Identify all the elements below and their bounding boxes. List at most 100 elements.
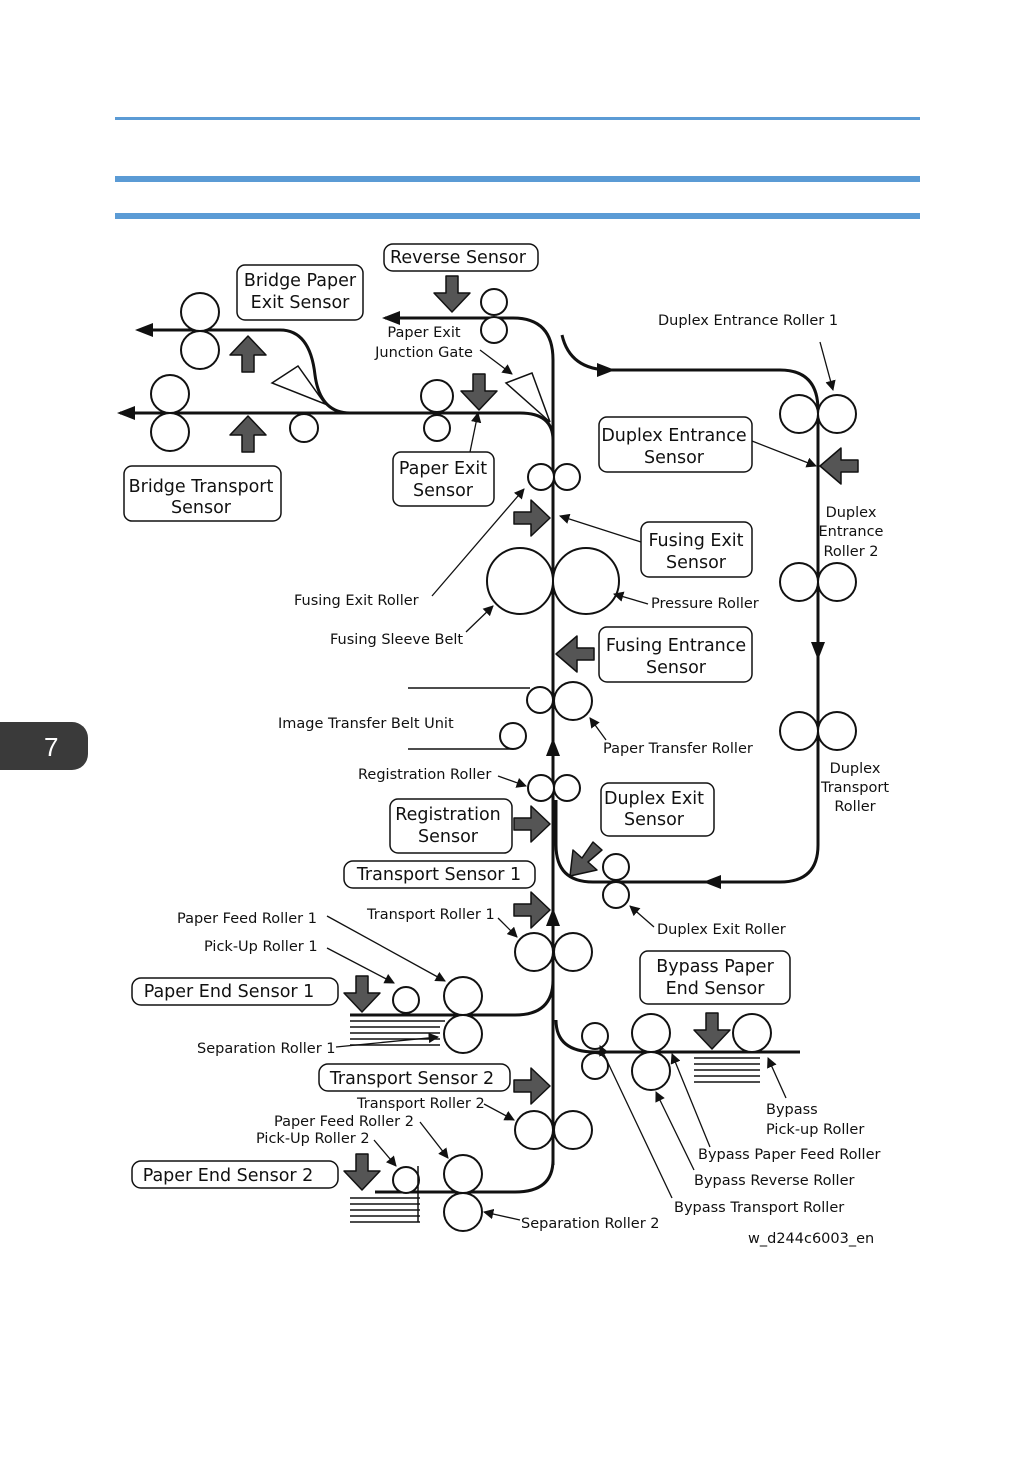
paper-paths bbox=[120, 316, 820, 1194]
duplex-entrance-roller-2-left bbox=[779, 562, 819, 602]
paper-feed-roller-1 bbox=[443, 976, 483, 1016]
leader-duplex-entrance-roller-1 bbox=[819, 341, 836, 392]
header-rule-top bbox=[115, 117, 920, 120]
paper-feed-roller-2 bbox=[443, 1154, 483, 1194]
exit-arrow-lower bbox=[117, 406, 135, 420]
fusing-exit-roller-label: Fusing Exit Roller bbox=[294, 593, 419, 609]
leader-paper-exit-sensor bbox=[469, 411, 482, 453]
reverse-sensor-box bbox=[383, 243, 539, 272]
paper-tray-1-stack bbox=[350, 1020, 445, 1046]
bridge-exit-roller-top bbox=[180, 292, 220, 332]
fusing-exit-sensor-arrow bbox=[513, 499, 551, 537]
registration-sensor-label-2: Sensor bbox=[418, 827, 479, 847]
registration-sensor-label-1: Registration bbox=[395, 805, 501, 825]
leader-bypass-reverse-roller bbox=[655, 1091, 695, 1171]
leader-duplex-exit-roller bbox=[629, 905, 655, 928]
transport-sensor-1-arrow bbox=[513, 891, 551, 929]
leader-paper-feed-roller-2 bbox=[419, 1121, 449, 1159]
leader-junction-gate bbox=[479, 349, 513, 375]
paper-end-sensor-1-arrow bbox=[343, 975, 381, 1013]
bridge-upper-path bbox=[140, 328, 351, 415]
fusing-entrance-sensor-label-2: Sensor bbox=[646, 658, 707, 678]
bypass-transport-roller-bottom bbox=[581, 1052, 609, 1080]
duplex-entrance-roller-1-right bbox=[817, 394, 857, 434]
pick-up-roller-1-label: Pick-Up Roller 1 bbox=[204, 939, 318, 955]
bypass-paper-end-sensor-label-2: End Sensor bbox=[666, 979, 766, 999]
registration-roller-left bbox=[527, 774, 555, 802]
registration-roller-right bbox=[553, 774, 581, 802]
fusing-exit-sensor-label-2: Sensor bbox=[666, 553, 727, 573]
paper-tray-2-stack bbox=[350, 1166, 420, 1223]
duplex-arrow-right bbox=[597, 363, 615, 377]
bridge-small-roller bbox=[289, 413, 319, 443]
bridge-exit-sensor-arrow bbox=[229, 335, 267, 373]
transport-sensor-2-label: Transport Sensor 2 bbox=[329, 1069, 494, 1089]
paper-exit-roller-top bbox=[420, 379, 454, 413]
bypass-paper-end-sensor-box bbox=[639, 950, 791, 1005]
paper-exit-junction-gate-label-1: Paper Exit bbox=[387, 325, 460, 341]
leader-pressure-roller bbox=[613, 591, 649, 605]
duplex-entrance-sensor-arrow bbox=[819, 447, 859, 485]
fusing-exit-roller-right bbox=[553, 463, 581, 491]
leader-separation-roller-2 bbox=[482, 1208, 521, 1221]
reverse-arrow bbox=[382, 311, 400, 325]
bridge-paper-exit-sensor-label-2: Exit Sensor bbox=[251, 293, 350, 313]
tray2-path bbox=[375, 1159, 555, 1194]
duplex-transport-roller-label-3: Roller bbox=[834, 799, 875, 815]
bridge-transport-sensor-label-2: Sensor bbox=[171, 498, 232, 518]
bypass-pick-up-roller-label-2: Pick-up Roller bbox=[766, 1122, 864, 1138]
fusing-exit-sensor-box bbox=[640, 521, 753, 578]
duplex-arrow-down bbox=[811, 642, 825, 660]
main-arrow-up-2 bbox=[546, 908, 560, 926]
reverse-sensor-arrow bbox=[433, 275, 471, 313]
duplex-entrance-roller-2-label-1: Duplex bbox=[826, 505, 877, 521]
transport-roller-1-label: Transport Roller 1 bbox=[366, 907, 495, 923]
bypass-transport-roller-top bbox=[581, 1022, 609, 1050]
duplex-entrance-roller-2-right bbox=[817, 562, 857, 602]
sensor-boxes bbox=[123, 243, 791, 1189]
leader-fusing-exit-sensor bbox=[559, 513, 642, 543]
bypass-pick-up-roller bbox=[732, 1013, 772, 1053]
paper-end-sensor-2-box bbox=[131, 1160, 339, 1189]
tray1-path bbox=[350, 979, 555, 1017]
pick-up-roller-2 bbox=[392, 1166, 420, 1194]
paper-exit-junction-gate bbox=[504, 372, 551, 423]
duplex-exit-roller-bottom bbox=[602, 881, 630, 909]
bypass-paper-end-sensor-label-1: Bypass Paper bbox=[656, 957, 774, 977]
transport-sensor-2-arrow bbox=[513, 1067, 551, 1105]
bypass-reverse-roller-label: Bypass Reverse Roller bbox=[694, 1173, 855, 1189]
duplex-exit-sensor-arrow bbox=[569, 841, 603, 877]
sensor-arrows bbox=[229, 275, 859, 1191]
transport-roller-2-right bbox=[553, 1110, 593, 1150]
chapter-number: 7 bbox=[44, 732, 59, 762]
bypass-tray-stack bbox=[694, 1057, 760, 1083]
duplex-entrance-roller-2-label-3: Roller 2 bbox=[823, 544, 878, 560]
bypass-paper-feed-roller-label: Bypass Paper Feed Roller bbox=[698, 1147, 880, 1163]
transport-roller-2-label: Transport Roller 2 bbox=[356, 1096, 485, 1112]
reverse-roller-top bbox=[480, 288, 508, 316]
paper-end-sensor-1-box bbox=[131, 977, 339, 1006]
duplex-entrance-sensor-label-2: Sensor bbox=[644, 448, 705, 468]
paper-exit-junction-gate-label-2: Junction Gate bbox=[374, 345, 473, 361]
fusing-exit-sensor-label-1: Fusing Exit bbox=[648, 531, 743, 551]
paper-end-sensor-2-label: Paper End Sensor 2 bbox=[143, 1166, 314, 1186]
bridge-transport-sensor-arrow bbox=[229, 415, 267, 453]
bypass-pick-up-roller-label-1: Bypass bbox=[766, 1102, 818, 1118]
leader-bypass-pick-up-roller bbox=[767, 1057, 787, 1099]
main-exit-path bbox=[120, 411, 555, 441]
fusing-sleeve-belt-label: Fusing Sleeve Belt bbox=[330, 632, 463, 648]
leader-lines bbox=[326, 341, 836, 1221]
duplex-transport-roller-left bbox=[779, 711, 819, 751]
leader-pick-up-roller-1 bbox=[326, 947, 395, 984]
main-arrow-up-1 bbox=[546, 738, 560, 756]
leader-transport-roller-1 bbox=[497, 917, 518, 938]
duplex-exit-sensor-label-1: Duplex Exit bbox=[604, 789, 704, 809]
bridge-transport-roller-bottom bbox=[150, 412, 190, 452]
bridge-paper-exit-sensor-label-1: Bridge Paper bbox=[244, 271, 357, 291]
trays-and-units bbox=[350, 687, 760, 1223]
fusing-entrance-sensor-label-1: Fusing Entrance bbox=[606, 636, 746, 656]
header-rule-bottom bbox=[115, 213, 920, 219]
leader-pick-up-roller-2 bbox=[373, 1139, 397, 1167]
leader-bypass-paper-feed-roller bbox=[670, 1053, 711, 1148]
transport-roller-2-left bbox=[514, 1110, 554, 1150]
